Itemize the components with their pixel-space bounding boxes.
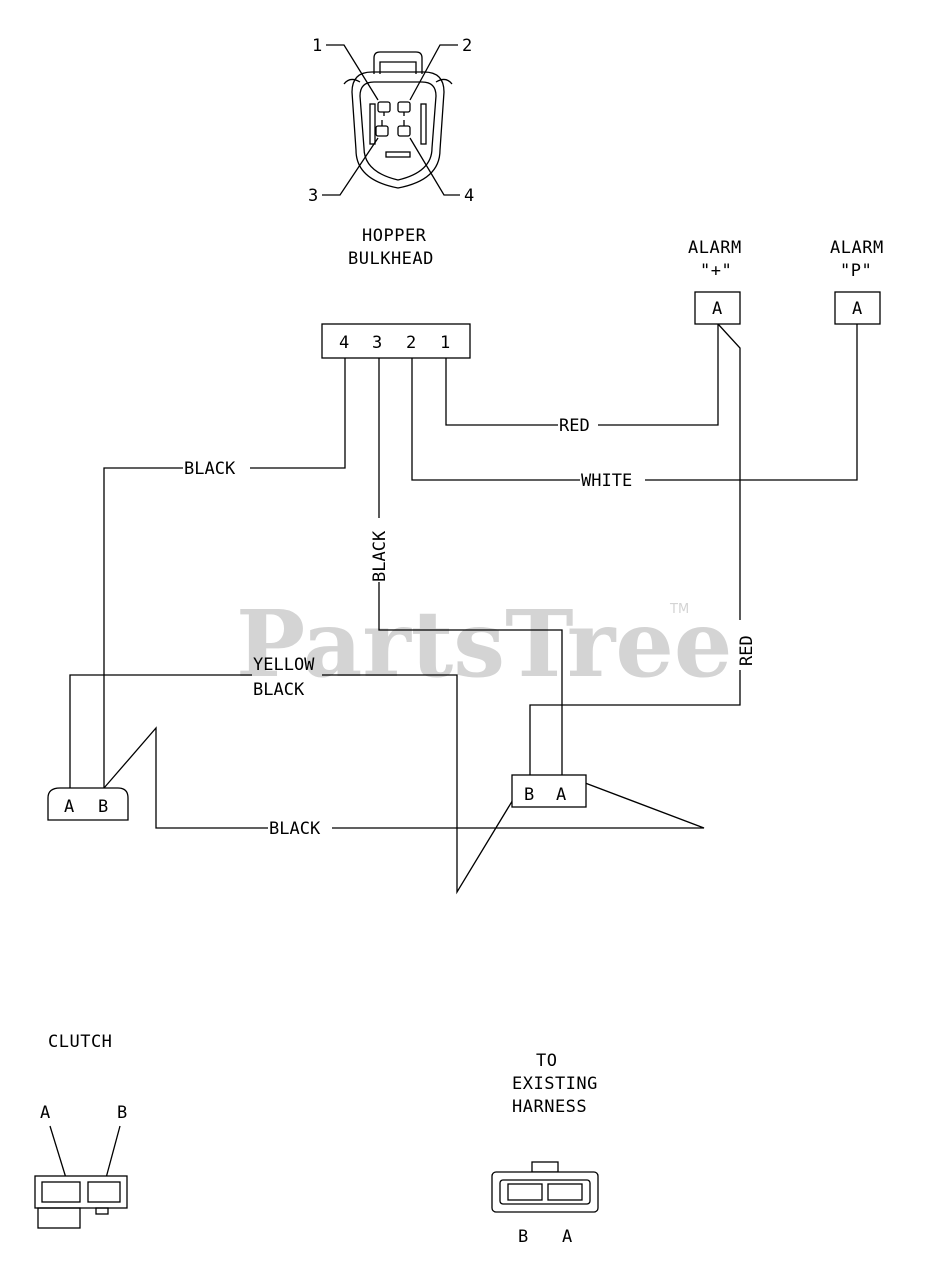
bulkhead-terminal-3 xyxy=(375,125,389,137)
pin-4-label: 4 xyxy=(464,186,475,206)
wire-black-pin4-clutch-b: BLACK xyxy=(103,358,346,788)
pin-2-leader xyxy=(409,44,458,101)
pin-2-label: 2 xyxy=(462,36,473,56)
wire-label-yellow-black: BLACK xyxy=(253,680,305,700)
wire-white-pin2-alarm-p: WHITE xyxy=(411,324,858,491)
harness-pin-a: A xyxy=(556,785,567,805)
wire-label-black-bottom: BLACK xyxy=(269,819,321,839)
wire-label-red-1: RED xyxy=(559,416,590,436)
wire-label-red-2: RED xyxy=(737,635,757,666)
bulkhead-slot-right xyxy=(420,103,427,145)
bulkhead-slot-left xyxy=(369,103,376,145)
alarm-plus-label-line1: ALARM xyxy=(688,238,742,258)
hopper-bulkhead-label-line1: HOPPER xyxy=(362,226,427,246)
pin-1-label: 1 xyxy=(312,36,323,56)
wire-label-black-3: BLACK xyxy=(370,530,390,582)
pin-3-leader xyxy=(322,137,379,196)
wire-label-white: WHITE xyxy=(581,471,632,491)
harness-body xyxy=(511,774,587,808)
plug-pin-4: 4 xyxy=(339,333,350,353)
alarm-plus-connector: ALARM "+" A xyxy=(688,238,742,325)
plug-pin-2: 2 xyxy=(406,333,417,353)
pin-3-label: 3 xyxy=(308,186,319,206)
alarm-p-pin: A xyxy=(852,299,863,319)
wire-label-black-4: BLACK xyxy=(184,459,236,479)
clutch-detail-body xyxy=(34,1175,128,1209)
bulkhead-plug-body xyxy=(321,323,471,359)
clutch-connector: A B CLUTCH xyxy=(47,787,129,1052)
alarm-p-label-line2: "P" xyxy=(840,261,872,281)
harness-label-line3: HARNESS xyxy=(512,1097,587,1117)
clutch-detail-pin-a: A xyxy=(40,1103,51,1123)
bulkhead-shell-outer xyxy=(351,71,445,189)
harness-label-line2: EXISTING xyxy=(512,1074,598,1094)
bulkhead-terminal-4 xyxy=(397,125,411,137)
clutch-pin-b: B xyxy=(98,797,109,817)
bulkhead-plug: 4 3 2 1 xyxy=(321,323,471,359)
clutch-label: CLUTCH xyxy=(48,1032,112,1052)
harness-connector: B A TO EXISTING HARNESS xyxy=(511,774,598,1117)
watermark-trademark: TM xyxy=(669,602,689,617)
wire-red-alarm-plus-harness-b: RED xyxy=(529,323,757,775)
alarm-p-label-line1: ALARM xyxy=(830,238,884,258)
clutch-body xyxy=(47,787,129,821)
wire-label-yellow: YELLOW xyxy=(253,655,315,675)
bulkhead-terminal-1 xyxy=(377,101,391,113)
bulkhead-latch xyxy=(373,51,423,74)
harness-detail-pin-b: B xyxy=(518,1227,529,1247)
pin-1-leader xyxy=(326,44,379,101)
harness-detail-body xyxy=(491,1171,599,1213)
wire-black-pin3-harness-a: BLACK xyxy=(370,358,563,775)
alarm-p-body xyxy=(834,291,881,325)
alarm-p-connector: ALARM "P" A xyxy=(830,238,884,325)
wire-yellow-black-clutch-a-harness-b: YELLOW BLACK xyxy=(69,655,529,895)
harness-detail-pin-a: A xyxy=(562,1227,573,1247)
wire-red-pin1-alarm-plus: RED xyxy=(445,324,719,436)
hopper-bulkhead-connector: 1 2 3 4 HOPPER BULKHEAD xyxy=(308,36,475,269)
clutch-detail-pin-b: B xyxy=(117,1103,128,1123)
harness-detail-view: B A xyxy=(491,1161,599,1247)
clutch-pin-a: A xyxy=(64,797,75,817)
bulkhead-terminal-2 xyxy=(397,101,411,113)
watermark-brand: PartsTree xyxy=(236,590,732,698)
wire-black-clutch-b-harness-a: BLACK xyxy=(103,726,705,839)
harness-pin-b: B xyxy=(524,785,535,805)
clutch-detail-view: A B xyxy=(34,1103,128,1229)
plug-pin-3: 3 xyxy=(372,333,383,353)
alarm-plus-pin: A xyxy=(712,299,723,319)
alarm-plus-label-line2: "+" xyxy=(700,261,732,281)
bulkhead-shell-inner xyxy=(359,81,437,181)
hopper-bulkhead-label-line2: BULKHEAD xyxy=(348,249,434,269)
harness-label-line1: TO xyxy=(536,1051,557,1071)
watermark: PartsTree TM xyxy=(236,590,732,698)
plug-pin-1: 1 xyxy=(440,333,451,353)
pin-4-leader xyxy=(409,137,460,196)
